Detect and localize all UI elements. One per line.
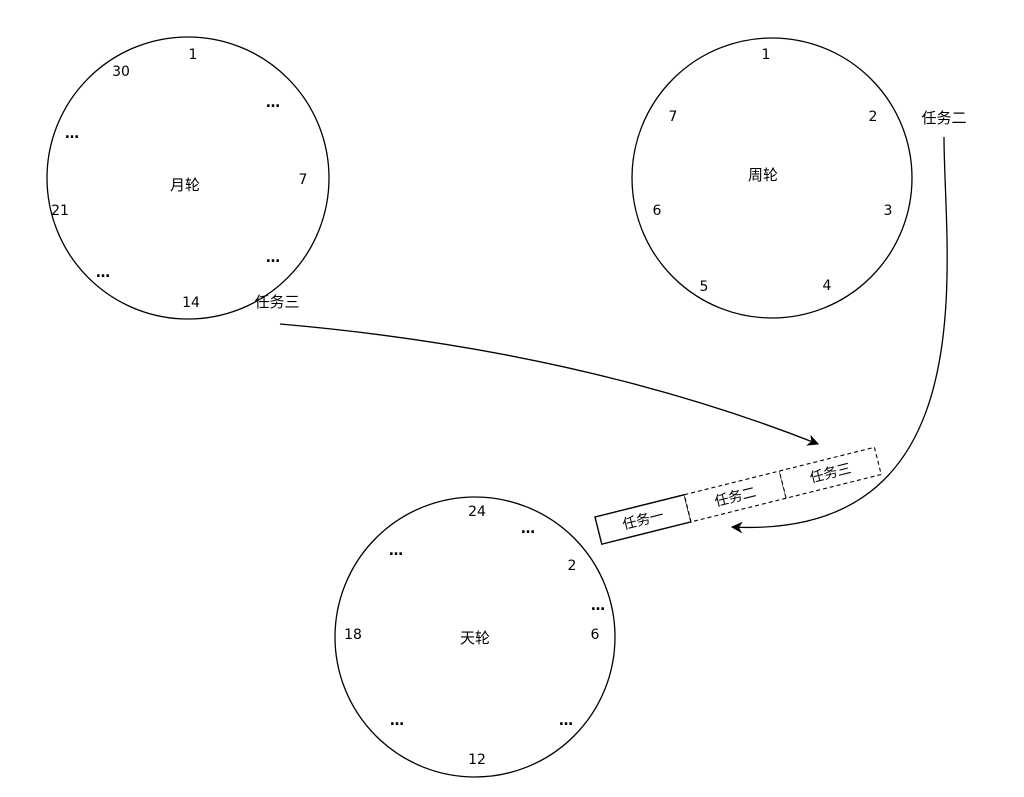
month-wheel-title: 月轮 <box>170 176 200 194</box>
week-tick: 1 <box>762 47 771 63</box>
task-queue: 任务一 任务二 任务三 <box>594 446 882 546</box>
day-tick: … <box>389 543 403 559</box>
day-tick: … <box>521 521 535 537</box>
arrow-task-three-to-queue <box>279 323 820 446</box>
month-wheel-circle <box>46 36 330 320</box>
month-tick: … <box>96 265 110 281</box>
day-tick: 24 <box>468 504 486 520</box>
day-tick: … <box>559 713 573 729</box>
month-tick: 14 <box>182 295 200 311</box>
week-tick: 4 <box>823 278 832 294</box>
month-tick: 7 <box>299 172 308 188</box>
day-wheel-circle <box>334 496 616 778</box>
week-tick: 6 <box>653 203 662 219</box>
queue-box-task-three <box>778 446 882 499</box>
week-wheel-title: 周轮 <box>748 166 778 184</box>
week-wheel: 周轮 1 2 3 4 5 6 7 <box>631 37 913 319</box>
month-tick: … <box>266 250 280 266</box>
day-tick: 12 <box>468 752 486 768</box>
month-wheel: 月轮 1 … 7 … 14 … 21 … 30 <box>46 36 330 320</box>
day-wheel-title: 天轮 <box>460 629 490 647</box>
arrow-task-two-to-queue <box>730 136 948 534</box>
day-tick: 6 <box>591 627 600 643</box>
week-tick: 5 <box>700 279 709 295</box>
month-tick: … <box>65 126 79 142</box>
month-tick: … <box>266 95 280 111</box>
month-tick: 21 <box>51 203 69 219</box>
month-tick: 30 <box>112 64 130 80</box>
task-three-label: 任务三 <box>254 293 299 311</box>
day-tick: … <box>390 713 404 729</box>
day-tick: … <box>591 598 605 614</box>
task-two-label: 任务二 <box>921 109 966 127</box>
day-tick: 18 <box>344 627 362 643</box>
day-tick: 2 <box>568 558 577 574</box>
day-wheel: 天轮 24 … 2 … 6 … 12 … 18 … <box>334 496 616 778</box>
month-tick: 1 <box>189 47 198 63</box>
week-wheel-circle <box>631 37 913 319</box>
week-tick: 7 <box>669 109 678 125</box>
week-tick: 2 <box>869 109 878 125</box>
week-tick: 3 <box>884 203 893 219</box>
